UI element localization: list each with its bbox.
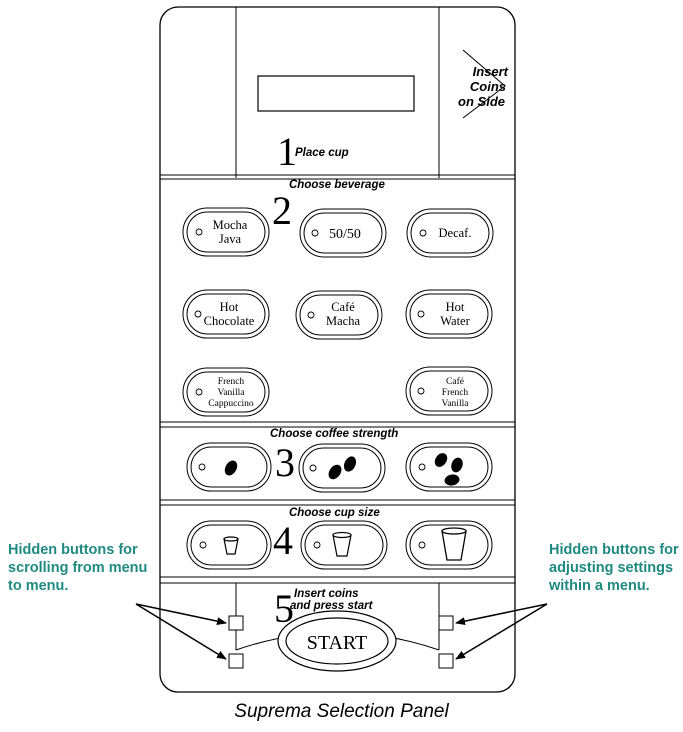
svg-text:Macha: Macha bbox=[326, 314, 360, 328]
cup-size-large-button[interactable] bbox=[405, 520, 493, 570]
svg-text:Water: Water bbox=[440, 314, 470, 328]
step-1-label: Place cup bbox=[295, 147, 349, 159]
indicator-light-icon bbox=[417, 387, 425, 395]
svg-text:Java: Java bbox=[219, 232, 242, 246]
mocha-java-button[interactable]: Mocha Java bbox=[182, 207, 270, 257]
indicator-light-icon bbox=[311, 229, 319, 237]
indicator-light-icon bbox=[417, 310, 425, 318]
svg-text:Vanilla: Vanilla bbox=[218, 388, 246, 398]
large-cup-icon bbox=[441, 527, 467, 561]
step-3-label: Choose coffee strength bbox=[270, 428, 398, 440]
fifty-fifty-button[interactable]: 50/50 bbox=[299, 208, 387, 258]
right-annotation: Hidden buttons for adjusting settings wi… bbox=[549, 542, 679, 594]
step-2-label: Choose beverage bbox=[289, 179, 385, 191]
start-button-label: START bbox=[307, 632, 368, 654]
step-3-number: 3 bbox=[275, 440, 295, 485]
start-button[interactable]: START bbox=[277, 610, 397, 672]
svg-text:French: French bbox=[218, 377, 245, 387]
hidden-setting-down-button[interactable] bbox=[438, 653, 454, 669]
step-4-label: Choose cup size bbox=[289, 507, 380, 519]
coin-slot-arrow-icon bbox=[462, 49, 506, 119]
svg-text:Decaf.: Decaf. bbox=[439, 226, 472, 240]
cafe-macha-button[interactable]: Café Macha bbox=[295, 290, 383, 340]
indicator-light-icon bbox=[198, 463, 206, 471]
indicator-light-icon bbox=[418, 463, 426, 471]
svg-text:Vanilla: Vanilla bbox=[442, 399, 470, 409]
cup-size-small-button[interactable] bbox=[186, 520, 272, 570]
cafe-french-vanilla-button[interactable]: Café French Vanilla bbox=[405, 366, 493, 416]
svg-text:Insert: Insert bbox=[473, 64, 509, 79]
hot-chocolate-button[interactable]: Hot Chocolate bbox=[182, 289, 270, 339]
hot-water-button[interactable]: Hot Water bbox=[405, 289, 493, 339]
strength-medium-button[interactable] bbox=[298, 443, 386, 493]
svg-text:Coins: Coins bbox=[470, 79, 506, 94]
coin-slot-label: Insert Coins on Side bbox=[458, 64, 509, 109]
step-2-number: 2 bbox=[272, 188, 292, 233]
step-5-label: Insert coins and press start bbox=[290, 588, 374, 612]
hidden-scroll-down-button[interactable] bbox=[228, 653, 244, 669]
indicator-light-icon bbox=[309, 464, 317, 472]
svg-text:Chocolate: Chocolate bbox=[204, 314, 255, 328]
indicator-light-icon bbox=[419, 229, 427, 237]
indicator-light-icon bbox=[313, 541, 321, 549]
step-1-number: 1 bbox=[277, 129, 297, 174]
strength-strong-button[interactable] bbox=[405, 442, 493, 492]
step-4-number: 4 bbox=[273, 518, 293, 563]
svg-text:Hot: Hot bbox=[220, 300, 239, 314]
coffee-bean-icon bbox=[224, 460, 238, 476]
medium-cup-icon bbox=[332, 531, 352, 557]
annotation-arrows bbox=[135, 603, 548, 660]
figure-caption: Suprema Selection Panel bbox=[234, 701, 449, 722]
svg-text:Cappuccino: Cappuccino bbox=[208, 399, 254, 409]
strength-mild-button[interactable] bbox=[186, 442, 272, 492]
step-5-number: 5 bbox=[274, 586, 294, 631]
section-separators bbox=[160, 174, 515, 584]
svg-text:and press start: and press start bbox=[290, 600, 374, 612]
two-coffee-beans-icon bbox=[328, 456, 357, 480]
display-window bbox=[257, 75, 415, 112]
cup-size-medium-button[interactable] bbox=[300, 520, 388, 570]
hidden-setting-up-button[interactable] bbox=[438, 615, 454, 631]
svg-text:Café: Café bbox=[331, 300, 355, 314]
svg-text:French: French bbox=[442, 388, 469, 398]
indicator-light-icon bbox=[307, 311, 315, 319]
svg-text:Hot: Hot bbox=[446, 300, 465, 314]
svg-text:Mocha: Mocha bbox=[213, 218, 248, 232]
hidden-scroll-up-button[interactable] bbox=[228, 615, 244, 631]
decaf-button[interactable]: Decaf. bbox=[406, 208, 494, 258]
indicator-light-icon bbox=[195, 388, 203, 396]
indicator-light-icon bbox=[418, 541, 426, 549]
svg-text:on Side: on Side bbox=[458, 94, 505, 109]
small-cup-icon bbox=[223, 536, 239, 555]
svg-text:50/50: 50/50 bbox=[329, 227, 361, 242]
left-annotation: Hidden buttons for scrolling from menu t… bbox=[8, 542, 148, 594]
indicator-light-icon bbox=[195, 228, 203, 236]
svg-text:Café: Café bbox=[446, 376, 464, 387]
french-vanilla-cappuccino-button[interactable]: French Vanilla Cappuccino bbox=[182, 367, 270, 417]
svg-text:Insert coins: Insert coins bbox=[294, 588, 359, 600]
indicator-light-icon bbox=[199, 541, 207, 549]
indicator-light-icon bbox=[194, 310, 202, 318]
three-coffee-beans-icon bbox=[434, 453, 463, 486]
